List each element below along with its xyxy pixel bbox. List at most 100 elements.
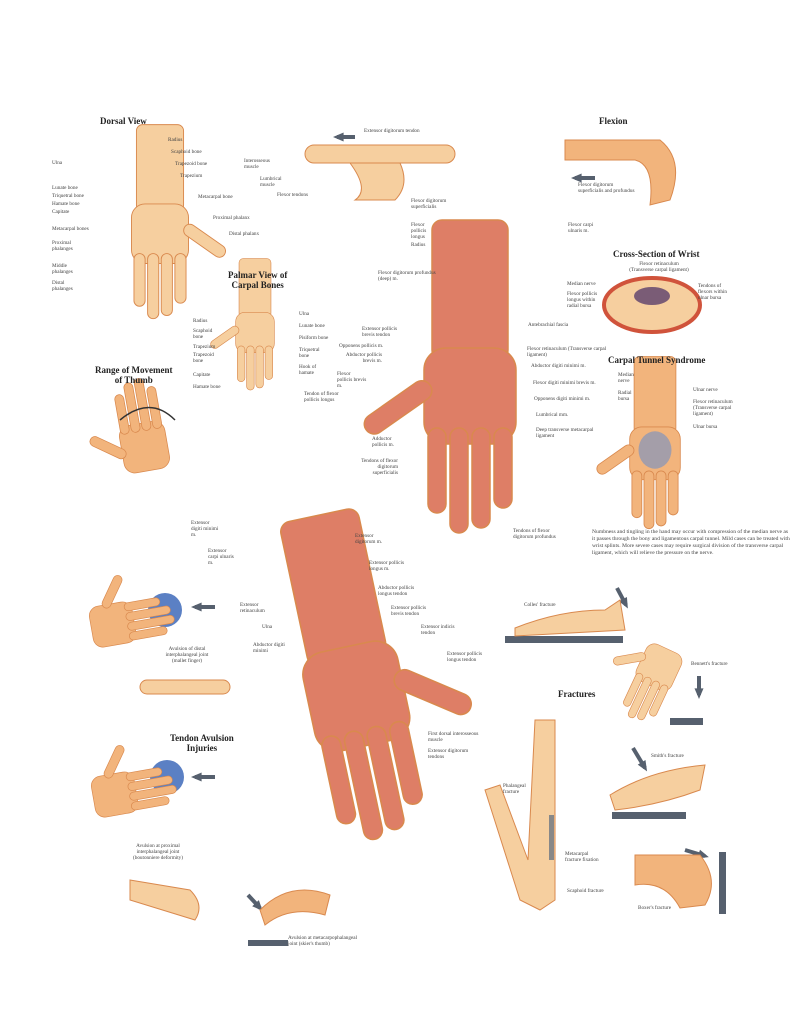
flexion-finger bbox=[564, 139, 677, 206]
label: Flexor digiti minimi brevis m. bbox=[533, 380, 596, 386]
arrow-down-icon-head bbox=[618, 597, 628, 609]
label: Flexor retinaculum (Transverse carpal li… bbox=[527, 346, 607, 358]
finger bbox=[160, 253, 173, 317]
label: First dorsal interosseous muscle bbox=[428, 731, 479, 743]
bennetts-fracture-hand bbox=[613, 643, 683, 721]
thumb-shape bbox=[89, 436, 127, 460]
finger bbox=[655, 470, 667, 527]
label: Ulna bbox=[52, 160, 63, 166]
arrow-down-icon-head bbox=[252, 900, 263, 911]
label: Extensor digitorum tendon bbox=[364, 128, 420, 134]
finger bbox=[667, 470, 679, 516]
label: Phalangeal fracture bbox=[503, 783, 526, 795]
carpal-tunnel-hand bbox=[596, 356, 681, 530]
finger bbox=[114, 394, 130, 435]
thumb bbox=[613, 652, 647, 666]
label: Antebrachial fascia bbox=[528, 322, 569, 328]
surface-block bbox=[248, 940, 288, 946]
label: Radial bursa bbox=[618, 390, 632, 402]
arrow-left-icon-head bbox=[191, 602, 202, 612]
label: Middle phalanges bbox=[52, 263, 73, 275]
carpal-bones-illustration bbox=[210, 258, 275, 391]
finger bbox=[246, 345, 255, 391]
label: Capitate bbox=[52, 209, 70, 215]
surface-block bbox=[670, 718, 703, 725]
label: Abductor digiti minimi m. bbox=[531, 363, 586, 369]
label: Abductor pollicis brevis m. bbox=[345, 352, 382, 364]
label: Metacarpal fracture fixation bbox=[565, 851, 599, 863]
flexion-title: Flexion bbox=[599, 116, 628, 126]
label: Trapezoid bone bbox=[193, 352, 214, 364]
label: Extensor digitorum tendons bbox=[428, 748, 469, 760]
label: Capitate bbox=[193, 372, 211, 378]
finger bbox=[264, 345, 273, 380]
label: Radius bbox=[193, 318, 208, 324]
carpal-tunnel-title: Carpal Tunnel Syndrome bbox=[608, 355, 706, 365]
label: Abductor pollicis longus tendon bbox=[378, 585, 415, 597]
label: Flexor digitorum profundus (deep) m. bbox=[378, 270, 436, 282]
finger bbox=[123, 597, 161, 612]
label: Ulnar bursa bbox=[693, 424, 718, 430]
finger bbox=[627, 676, 652, 719]
smiths-fracture-hand bbox=[609, 764, 706, 811]
fractures-title: Fractures bbox=[558, 689, 596, 699]
thumb bbox=[210, 325, 240, 349]
label: Avulsion at proximal interphalangeal joi… bbox=[133, 843, 183, 861]
surface-block bbox=[505, 636, 623, 643]
label: Opponens digiti minimi m. bbox=[534, 396, 591, 402]
label: Extensor indicis tendon bbox=[421, 624, 455, 636]
label: Trapezium bbox=[180, 173, 203, 179]
boxers-fracture-fist bbox=[634, 854, 712, 909]
label: Deep transverse metacarpal ligament bbox=[536, 427, 594, 439]
title-line: Injuries bbox=[186, 743, 218, 753]
label: Trapezoid bone bbox=[175, 161, 208, 167]
finger bbox=[123, 382, 141, 433]
finger bbox=[343, 730, 384, 841]
title-line: of Thumb bbox=[114, 375, 153, 385]
thumb-shape bbox=[183, 223, 227, 258]
label: Hamate bone bbox=[193, 384, 221, 390]
pinch-hand bbox=[91, 745, 177, 818]
mallet-finger bbox=[139, 679, 231, 695]
label: Tendons of flexor digitorum profundus bbox=[513, 528, 556, 540]
label: Opponens pollicis m. bbox=[339, 343, 384, 349]
label: Lumbrical muscle bbox=[260, 176, 282, 188]
arrow-left-icon-head bbox=[571, 173, 582, 183]
thumb bbox=[103, 745, 125, 779]
finger bbox=[388, 720, 423, 805]
label: Flexor digitorum superficialis and profu… bbox=[578, 182, 635, 194]
label: Flexor carpi ulnaris m. bbox=[568, 222, 594, 234]
carpal-tunnel-tendons bbox=[634, 287, 670, 305]
thumb bbox=[596, 444, 635, 475]
label: Distal phalanx bbox=[229, 231, 260, 237]
thumb-shape bbox=[596, 444, 635, 475]
curved-arrow-icon bbox=[119, 406, 176, 421]
label: Radius bbox=[168, 137, 183, 143]
finger bbox=[133, 378, 152, 431]
finger bbox=[129, 785, 177, 801]
label: Metacarpal bone bbox=[198, 194, 233, 200]
carpal-tunnel-description: Numbness and tingling in the hand may oc… bbox=[592, 529, 790, 556]
dorsal-view-hand bbox=[131, 124, 227, 320]
colles-fracture-hand bbox=[514, 599, 626, 637]
label: Tendons of flexor digitorum superficiali… bbox=[361, 458, 398, 476]
surface-block bbox=[719, 852, 726, 914]
label: Hook of hamate bbox=[299, 364, 317, 376]
skiers-thumb-hand bbox=[259, 889, 331, 926]
finger bbox=[321, 735, 357, 825]
thumb bbox=[363, 379, 433, 435]
finger bbox=[125, 767, 163, 782]
thumb-shape bbox=[210, 325, 240, 349]
label: Metacarpal bones bbox=[52, 226, 89, 232]
finger bbox=[127, 615, 175, 631]
label: Extensor digiti minimi m. bbox=[191, 520, 219, 538]
extension-hand-stub bbox=[349, 162, 405, 201]
finger bbox=[493, 427, 513, 509]
thumb bbox=[183, 223, 227, 258]
title-line: Palmar View of bbox=[228, 270, 288, 280]
title-line: Range of Movement bbox=[95, 365, 173, 375]
arrow-left-icon-head bbox=[191, 772, 202, 782]
